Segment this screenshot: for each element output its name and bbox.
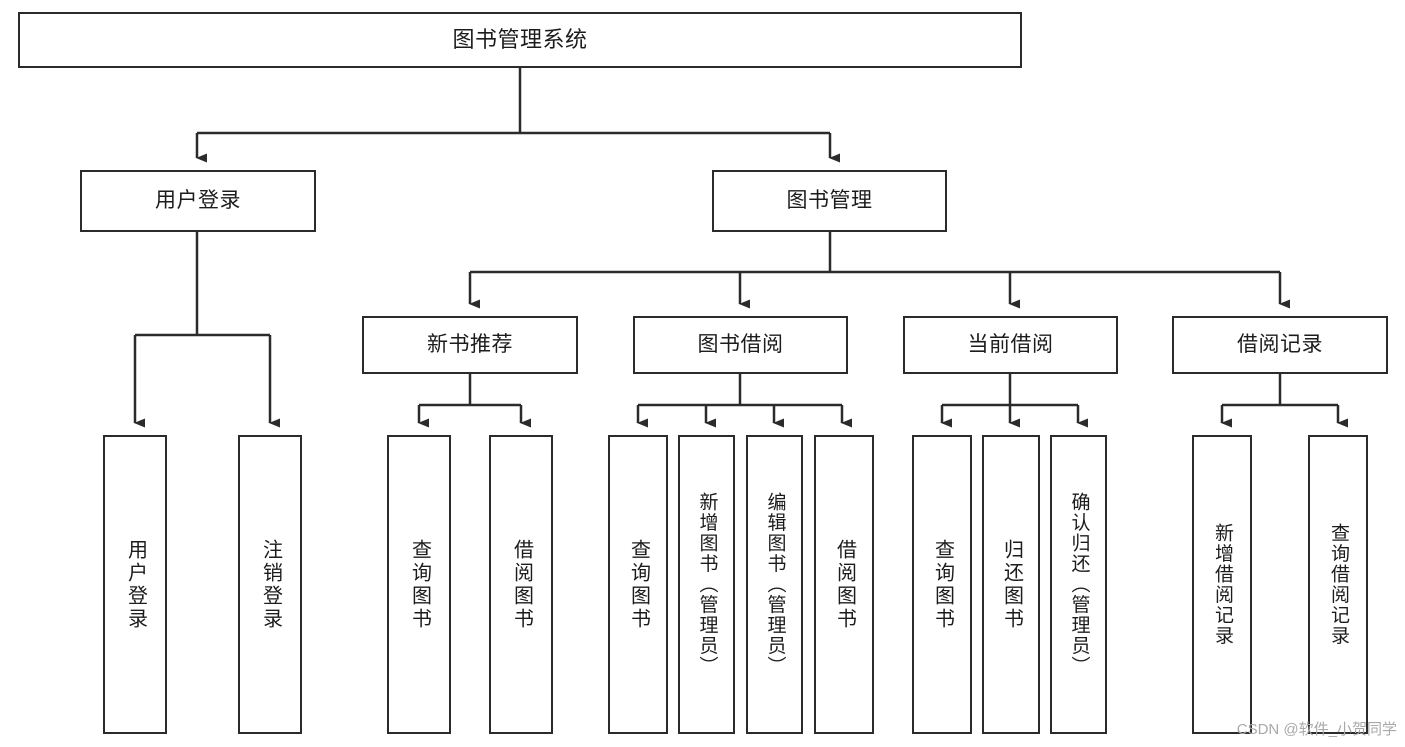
node-label: 编辑图书（管理员） [764, 492, 786, 677]
node-label: 借阅记录 [1237, 333, 1323, 357]
leaf-new-book-query-books[interactable]: 查询图书 [387, 435, 451, 734]
node-borrowing-records[interactable]: 借阅记录 [1172, 316, 1388, 374]
node-label: 借阅图书 [833, 538, 856, 631]
node-label: 当前借阅 [967, 333, 1054, 357]
node-label: 借阅图书 [510, 538, 533, 631]
node-label: 归还图书 [1000, 538, 1023, 631]
leaf-borrow-record-add-record[interactable]: 新增借阅记录 [1192, 435, 1252, 734]
node-label: 查询借阅记录 [1327, 523, 1349, 646]
node-label: 查询图书 [931, 538, 954, 631]
leaf-user-login-sign-in[interactable]: 用户登录 [103, 435, 167, 734]
leaf-book-borrow-edit-book-admin[interactable]: 编辑图书（管理员） [746, 435, 803, 734]
leaf-current-borrow-confirm-return-admin[interactable]: 确认归还（管理员） [1050, 435, 1107, 734]
leaf-current-borrow-return-books[interactable]: 归还图书 [982, 435, 1040, 734]
leaf-user-login-sign-out[interactable]: 注销登录 [238, 435, 302, 734]
node-root-book-management-system[interactable]: 图书管理系统 [18, 12, 1022, 68]
node-label: 新增图书（管理员） [696, 492, 718, 677]
node-user-login[interactable]: 用户登录 [80, 170, 316, 232]
node-label: 注销登录 [259, 538, 282, 631]
leaf-book-borrow-add-book-admin[interactable]: 新增图书（管理员） [678, 435, 735, 734]
node-current-borrowing[interactable]: 当前借阅 [903, 316, 1118, 374]
node-label: 新书推荐 [427, 333, 513, 357]
node-label: 图书管理 [786, 189, 873, 213]
leaf-book-borrow-borrow-books[interactable]: 借阅图书 [814, 435, 874, 734]
csdn-watermark: CSDN @软件_小贺同学 [1236, 721, 1397, 738]
leaf-borrow-record-query-record[interactable]: 查询借阅记录 [1308, 435, 1368, 734]
node-label: 查询图书 [408, 538, 431, 631]
node-book-management[interactable]: 图书管理 [712, 170, 947, 232]
node-new-book-recommendation[interactable]: 新书推荐 [362, 316, 578, 374]
node-label: 图书借阅 [697, 333, 784, 357]
leaf-new-book-borrow-books[interactable]: 借阅图书 [489, 435, 553, 734]
leaf-current-borrow-query-books[interactable]: 查询图书 [912, 435, 972, 734]
node-label: 用户登录 [124, 538, 147, 631]
node-label: 确认归还（管理员） [1068, 492, 1090, 677]
node-book-borrowing[interactable]: 图书借阅 [633, 316, 848, 374]
node-label: 用户登录 [155, 189, 241, 213]
node-label: 查询图书 [627, 538, 650, 631]
node-label: 新增借阅记录 [1211, 523, 1233, 646]
leaf-book-borrow-query-books[interactable]: 查询图书 [608, 435, 668, 734]
node-label: 图书管理系统 [452, 26, 588, 52]
